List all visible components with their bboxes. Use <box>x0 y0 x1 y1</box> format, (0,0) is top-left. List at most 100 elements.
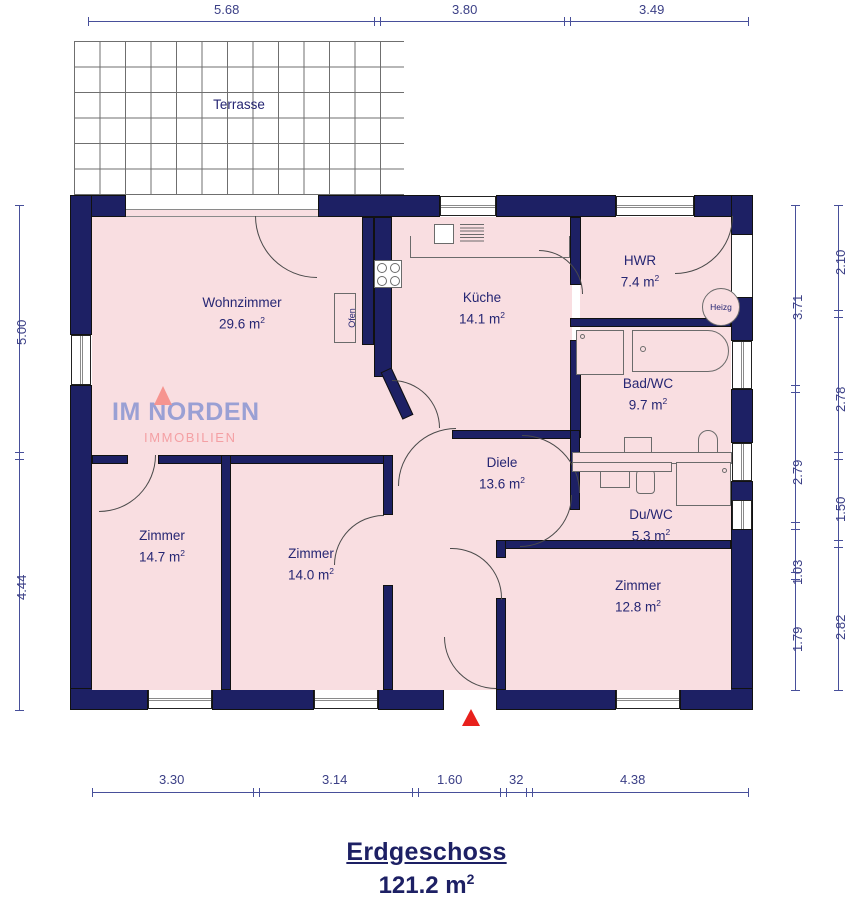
dim-tick <box>92 788 93 797</box>
dim-tick <box>791 205 800 206</box>
dim-right-outer-3: 1.50 <box>833 496 848 522</box>
exterior-wall-left-lower <box>70 385 92 710</box>
room-name: Zimmer <box>288 546 334 561</box>
exterior-wall-right-3 <box>731 389 753 443</box>
dim-tick <box>380 17 381 26</box>
terrace-label: Terrasse <box>164 97 314 112</box>
room-area: 12.8 m2 <box>614 598 661 615</box>
interior-wall-diele-zimmer3-b <box>496 598 506 690</box>
dim-tick <box>506 788 507 797</box>
dim-tick <box>834 547 843 548</box>
logo-triangle-icon <box>154 386 172 405</box>
room-area: 5.3 m2 <box>631 527 671 544</box>
room-label-hwr: HWR 7.4 m2 <box>580 253 700 290</box>
stove-burner-icon <box>377 263 387 273</box>
dim-left-1: 5.00 <box>14 319 29 345</box>
duwc-counter <box>572 462 672 472</box>
dim-tick <box>834 310 843 311</box>
room-label-zimmer2: Zimmer 14.0 m2 <box>256 546 366 583</box>
dim-tick <box>564 17 565 26</box>
duwc-shower-drain-icon <box>722 468 727 473</box>
oven-box <box>334 293 356 343</box>
dim-top-2: 3.80 <box>452 2 478 17</box>
room-label-wohnzimmer: Wohnzimmer 29.6 m2 <box>167 295 317 332</box>
dim-tick <box>791 529 800 530</box>
terrace-area <box>74 41 404 195</box>
dim-left-line <box>19 205 20 710</box>
dim-tick <box>15 205 24 206</box>
window-zimmer2-bottom <box>314 689 378 709</box>
window-living-left <box>71 335 91 385</box>
bathtub <box>632 330 729 372</box>
exterior-wall-bottom-2 <box>212 688 314 710</box>
dim-right-inner-1: 3.71 <box>790 294 805 320</box>
dim-bottom-4: 32 <box>509 772 524 787</box>
kitchen-drainboard <box>460 224 484 244</box>
dim-bottom-1: 3.30 <box>159 772 185 787</box>
dim-tick <box>834 540 843 541</box>
window-kitchen-top <box>440 196 496 216</box>
interior-wall-zimmer2-diele <box>383 455 393 515</box>
logo-main-text: IM NORDEN <box>112 398 260 426</box>
interior-wall-zimmer2-diele-b <box>383 585 393 690</box>
room-area: 13.6 m2 <box>478 475 525 492</box>
entrance-marker-icon <box>462 709 480 726</box>
room-name: Zimmer <box>139 528 185 543</box>
dim-tick <box>88 17 89 26</box>
interior-wall-living-kitchen <box>362 217 374 345</box>
plan-total-area: 121.2 m2 <box>378 871 475 899</box>
dim-tick <box>791 690 800 691</box>
interior-wall-diele-zimmer3 <box>496 540 506 558</box>
dim-tick <box>526 788 527 797</box>
heating-label: Heizg <box>710 302 732 312</box>
kitchen-counter <box>410 236 570 258</box>
room-name: Wohnzimmer <box>202 295 282 310</box>
dim-tick <box>791 392 800 393</box>
plan-title-block: Erdgeschoss 121.2 m2 <box>0 838 853 900</box>
exterior-wall-top-mid <box>318 195 440 217</box>
exterior-wall-bottom-4 <box>496 688 616 710</box>
room-area: 7.4 m2 <box>620 273 660 290</box>
exterior-wall-top-mid2 <box>496 195 616 217</box>
oven-label: Ofen <box>329 295 375 341</box>
dim-tick <box>418 788 419 797</box>
kitchen-sink <box>434 224 454 244</box>
dim-top-1: 5.68 <box>214 2 240 17</box>
dim-right-inner-4: 1.79 <box>790 626 805 652</box>
room-label-bad: Bad/WC 9.7 m2 <box>588 376 708 413</box>
room-label-zimmer1: Zimmer 14.7 m2 <box>107 528 217 565</box>
stove-burner-icon <box>390 276 400 286</box>
room-name: Du/WC <box>629 507 673 522</box>
room-fill-zimmer3 <box>496 545 731 690</box>
dim-top-3: 3.49 <box>639 2 665 17</box>
dim-tick <box>15 710 24 711</box>
dim-bottom-5: 4.38 <box>620 772 646 787</box>
exterior-wall-left-upper <box>70 195 92 335</box>
entrance-door-opening <box>444 688 496 710</box>
room-area: 9.7 m2 <box>628 396 668 413</box>
dim-tick <box>791 522 800 523</box>
dim-tick <box>791 579 800 580</box>
window-hwr-top <box>616 196 694 216</box>
window-zimmer3-bottom <box>616 689 680 709</box>
dim-tick <box>412 788 413 797</box>
window-duwc-right <box>732 443 752 481</box>
window-bad-right <box>732 341 752 389</box>
room-label-diele: Diele 13.6 m2 <box>437 455 567 492</box>
stove-burner-icon <box>377 276 387 286</box>
room-label-zimmer3: Zimmer 12.8 m2 <box>583 578 693 615</box>
exterior-wall-bottom-3 <box>378 688 444 710</box>
dim-right-outer-4: 2.82 <box>833 614 848 640</box>
room-name: Bad/WC <box>622 376 674 391</box>
duwc-shower <box>676 462 731 506</box>
watermark-logo: IM NORDEN IMMOBILIEN <box>112 386 260 445</box>
dim-tick <box>259 788 260 797</box>
dim-tick <box>834 459 843 460</box>
terrace-door-sill <box>126 209 318 217</box>
room-name: HWR <box>623 253 657 268</box>
shower-drain-icon <box>580 334 585 339</box>
dim-tick <box>570 17 571 26</box>
shower-tray <box>576 330 624 375</box>
bathtub-drain-icon <box>640 346 646 352</box>
dim-right-inner-line <box>795 205 796 690</box>
